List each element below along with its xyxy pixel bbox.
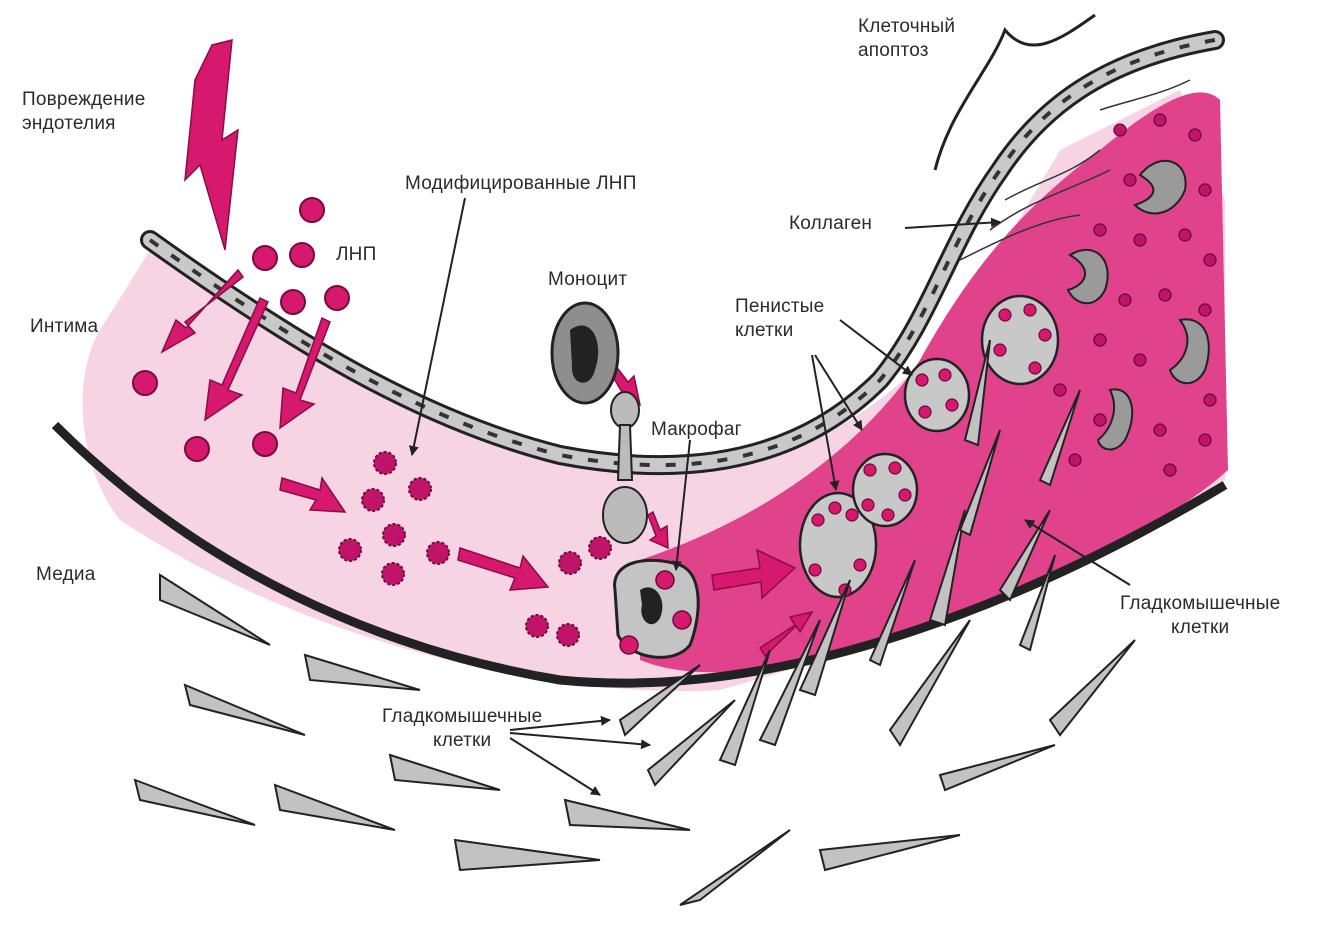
label-smc-right-line2: клетки (1120, 616, 1280, 640)
label-intima: Интима (30, 315, 98, 339)
label-endothelium-damage: Повреждение эндотелия (22, 88, 145, 136)
monocyte-cell (552, 303, 618, 403)
label-modified-ldl: Модифицированные ЛНП (405, 172, 637, 196)
label-macrophage: Макрофаг (651, 418, 742, 442)
label-apoptosis: Клеточный апоптоз (858, 15, 955, 63)
lightning-icon (185, 40, 238, 250)
label-foam-cells-line2: клетки (735, 319, 824, 343)
label-smc-bottom-line2: клетки (382, 729, 542, 753)
label-apoptosis-line2: апоптоз (858, 39, 955, 63)
label-ldl: ЛНП (336, 243, 376, 267)
macrophage-cell (615, 560, 699, 657)
label-media: Медиа (36, 563, 95, 587)
label-smc-bottom-line1: Гладкомышечные (382, 705, 542, 729)
label-foam-cells-line1: Пенистые (735, 295, 824, 319)
label-endothelium-damage-line1: Повреждение (22, 88, 145, 112)
label-collagen: Коллаген (789, 212, 872, 236)
label-apoptosis-line1: Клеточный (858, 15, 955, 39)
label-endothelium-damage-line2: эндотелия (22, 112, 145, 136)
label-smc-right: Гладкомышечные клетки (1120, 592, 1280, 640)
label-smc-right-line1: Гладкомышечные (1120, 592, 1280, 616)
label-foam-cells: Пенистые клетки (735, 295, 824, 343)
label-smc-bottom: Гладкомышечные клетки (382, 705, 542, 753)
label-monocyte: Моноцит (548, 268, 627, 292)
